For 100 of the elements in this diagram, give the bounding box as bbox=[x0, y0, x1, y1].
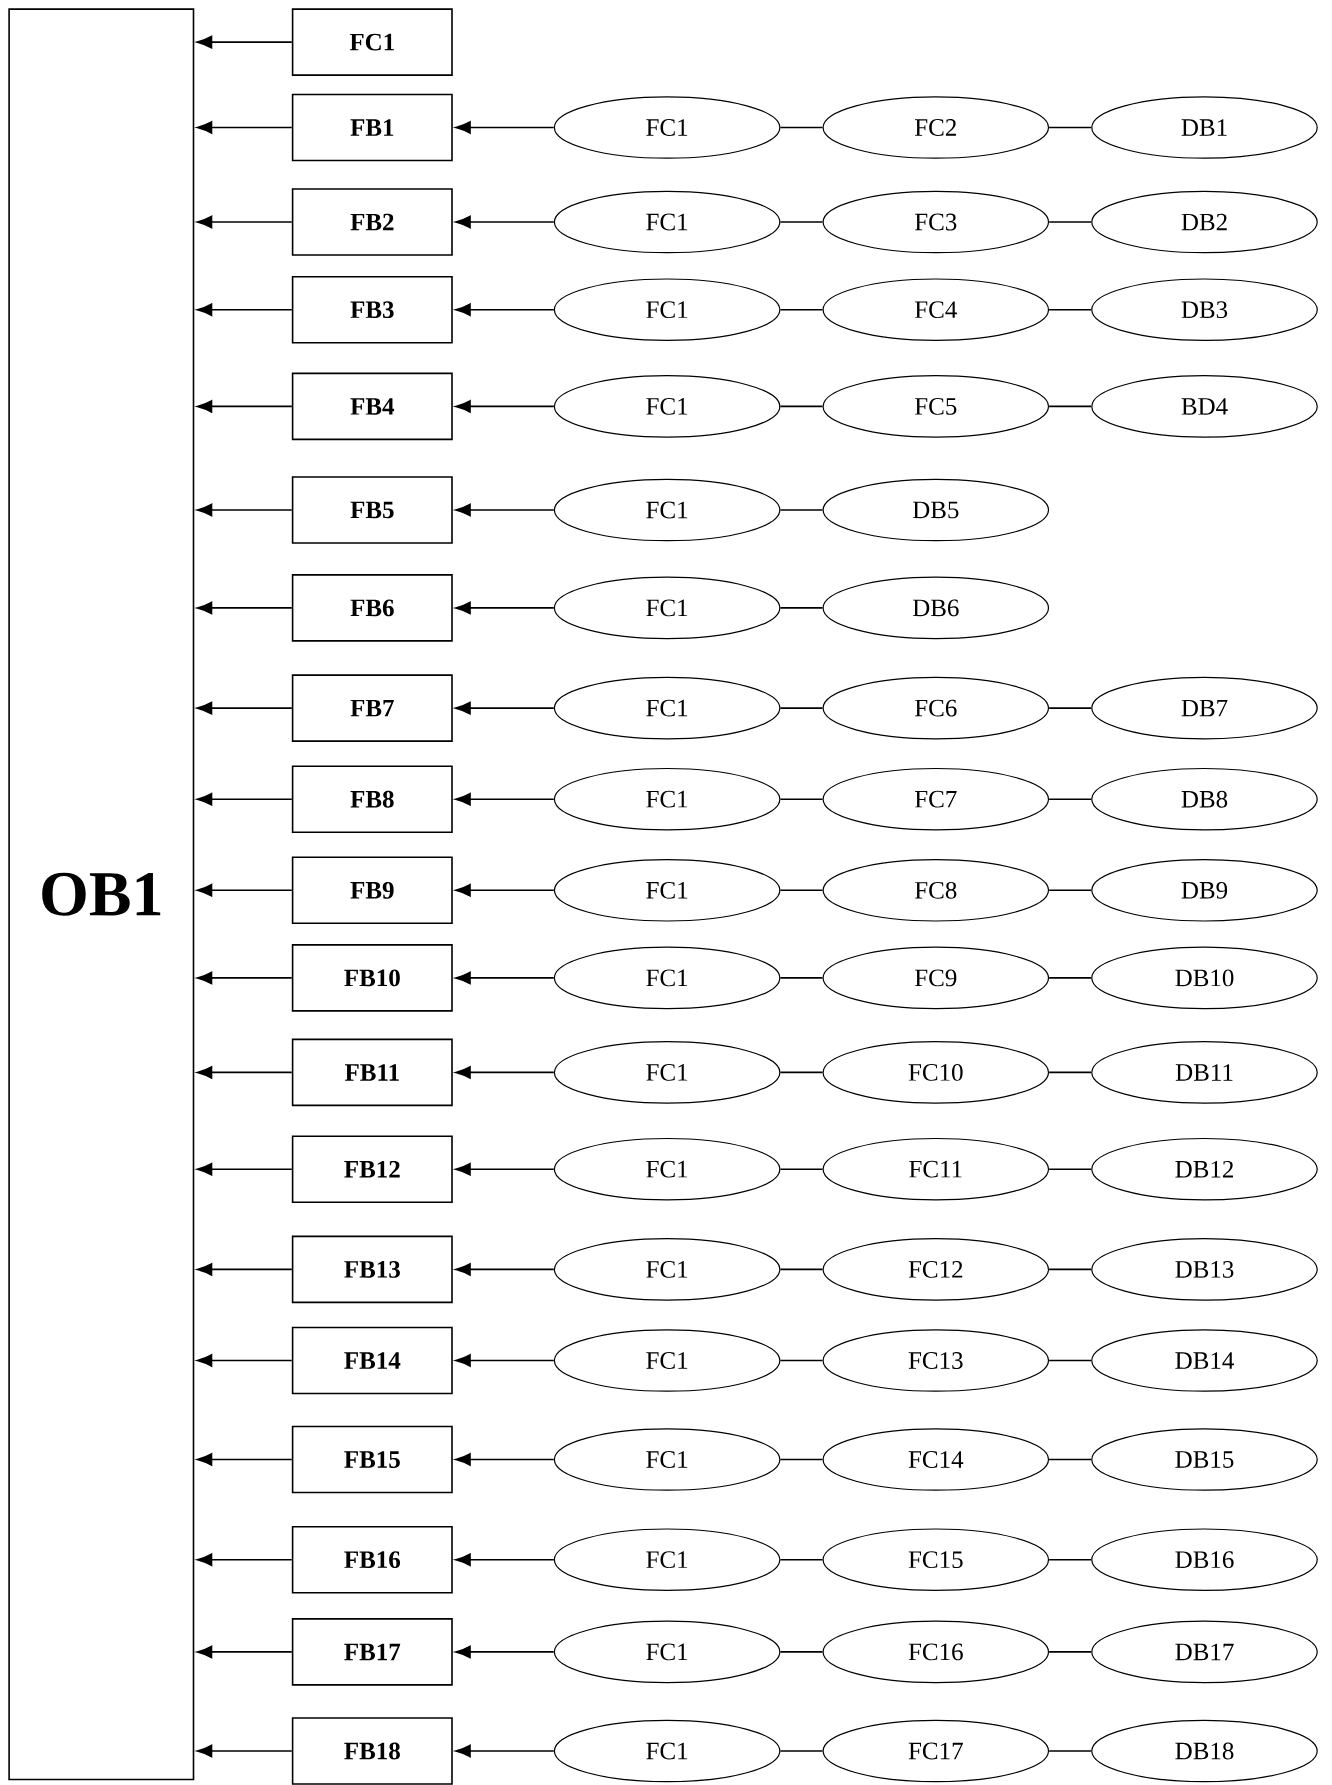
ellipse-node: FC1 bbox=[553, 96, 781, 159]
function-block-box: FB15 bbox=[291, 1425, 453, 1494]
connector-line bbox=[1048, 1268, 1092, 1271]
ellipse-node: FC16 bbox=[822, 1620, 1050, 1684]
function-block-box: FB6 bbox=[291, 574, 453, 642]
connector-line bbox=[779, 1071, 824, 1074]
ellipse-node: FC11 bbox=[822, 1137, 1050, 1201]
ellipse-node: FC5 bbox=[822, 375, 1050, 438]
ellipse-node: FC6 bbox=[822, 676, 1050, 740]
arrow bbox=[196, 1453, 293, 1466]
connector-line bbox=[1048, 405, 1092, 408]
ellipse-node: FC1 bbox=[553, 1329, 781, 1392]
arrow bbox=[196, 503, 293, 517]
function-block-box: FB14 bbox=[291, 1326, 453, 1395]
arrow bbox=[455, 303, 555, 317]
ellipse-node: DB3 bbox=[1091, 278, 1318, 341]
arrow bbox=[455, 1066, 555, 1079]
arrow bbox=[455, 1354, 555, 1367]
ellipse-node: FC4 bbox=[822, 278, 1050, 341]
ellipse-node: DB5 bbox=[822, 478, 1050, 542]
connector-line bbox=[1048, 889, 1092, 892]
ellipse-node: FC10 bbox=[822, 1041, 1050, 1104]
ellipse-node: FC3 bbox=[822, 190, 1050, 254]
arrow bbox=[455, 601, 555, 615]
ellipse-node: DB14 bbox=[1091, 1329, 1318, 1392]
ellipse-node: DB12 bbox=[1091, 1137, 1318, 1201]
ellipse-node: FC13 bbox=[822, 1329, 1050, 1392]
arrow bbox=[455, 883, 555, 897]
ellipse-node: FC1 bbox=[553, 1238, 781, 1301]
arrow bbox=[196, 303, 293, 317]
arrow bbox=[455, 971, 555, 985]
ellipse-node: BD4 bbox=[1091, 375, 1318, 438]
arrow bbox=[455, 121, 555, 134]
arrow bbox=[196, 601, 293, 615]
ellipse-node: DB10 bbox=[1091, 946, 1318, 1010]
ellipse-node: DB17 bbox=[1091, 1620, 1318, 1684]
arrow bbox=[455, 1263, 555, 1276]
ellipse-node: FC1 bbox=[553, 1528, 781, 1591]
ellipse-node: FC1 bbox=[553, 946, 781, 1010]
ellipse-node: FC15 bbox=[822, 1528, 1050, 1591]
arrow bbox=[455, 701, 555, 715]
ellipse-node: FC12 bbox=[822, 1238, 1050, 1301]
connector-line bbox=[779, 889, 824, 892]
ellipse-node: FC1 bbox=[553, 375, 781, 438]
block-box: OB1 bbox=[8, 8, 195, 1781]
function-block-box: FB3 bbox=[291, 275, 453, 344]
ellipse-node: FC8 bbox=[822, 859, 1050, 922]
connector-line bbox=[1048, 1071, 1092, 1074]
ellipse-node: FC7 bbox=[822, 767, 1050, 831]
connector-line bbox=[779, 707, 824, 709]
ellipse-node: DB11 bbox=[1091, 1041, 1318, 1104]
arrow bbox=[196, 1744, 293, 1758]
ellipse-node: FC9 bbox=[822, 946, 1050, 1010]
function-block-box: FB9 bbox=[291, 856, 453, 925]
function-block-box: FC1 bbox=[291, 8, 453, 76]
ellipse-node: FC1 bbox=[553, 576, 781, 640]
ellipse-node: FC1 bbox=[553, 1428, 781, 1491]
connector-line bbox=[779, 798, 824, 800]
arrow bbox=[196, 1354, 293, 1367]
connector-line bbox=[1048, 1558, 1092, 1561]
function-block-box: FB13 bbox=[291, 1235, 453, 1304]
connector-line bbox=[1048, 126, 1092, 129]
ellipse-node: DB13 bbox=[1091, 1238, 1318, 1301]
connector-line bbox=[779, 1359, 824, 1362]
ellipse-node: FC1 bbox=[553, 1041, 781, 1104]
arrow bbox=[196, 121, 293, 134]
arrow bbox=[196, 883, 293, 897]
connector-line bbox=[1048, 1750, 1092, 1752]
connector-line bbox=[1048, 798, 1092, 800]
function-block-box: FB11 bbox=[291, 1038, 453, 1107]
connector-line bbox=[1048, 707, 1092, 709]
connector-line bbox=[1048, 1651, 1092, 1653]
arrow bbox=[196, 792, 293, 806]
connector-line bbox=[779, 1168, 824, 1170]
ellipse-node: FC17 bbox=[822, 1719, 1050, 1783]
arrow bbox=[196, 1162, 293, 1176]
arrow bbox=[455, 1553, 555, 1567]
connector-line bbox=[779, 221, 824, 223]
function-block-box: FB4 bbox=[291, 372, 453, 441]
arrow bbox=[196, 701, 293, 715]
function-block-box: FB16 bbox=[291, 1525, 453, 1594]
arrow bbox=[455, 1744, 555, 1758]
arrow bbox=[455, 400, 555, 413]
arrow bbox=[196, 971, 293, 985]
arrow bbox=[196, 1066, 293, 1079]
connector-line bbox=[1048, 221, 1092, 223]
connector-line bbox=[779, 1268, 824, 1271]
ellipse-node: FC1 bbox=[553, 676, 781, 740]
ellipse-node: FC1 bbox=[553, 1620, 781, 1684]
ellipse-node: FC1 bbox=[553, 767, 781, 831]
ellipse-node: FC1 bbox=[553, 478, 781, 542]
arrow bbox=[455, 1645, 555, 1659]
ellipse-node: FC1 bbox=[553, 1719, 781, 1783]
connector-line bbox=[779, 1458, 824, 1461]
arrow bbox=[455, 1453, 555, 1466]
connector-line bbox=[779, 126, 824, 129]
connector-line bbox=[1048, 308, 1092, 311]
connector-line bbox=[779, 405, 824, 408]
connector-line bbox=[779, 1558, 824, 1561]
ellipse-node: FC1 bbox=[553, 1137, 781, 1201]
